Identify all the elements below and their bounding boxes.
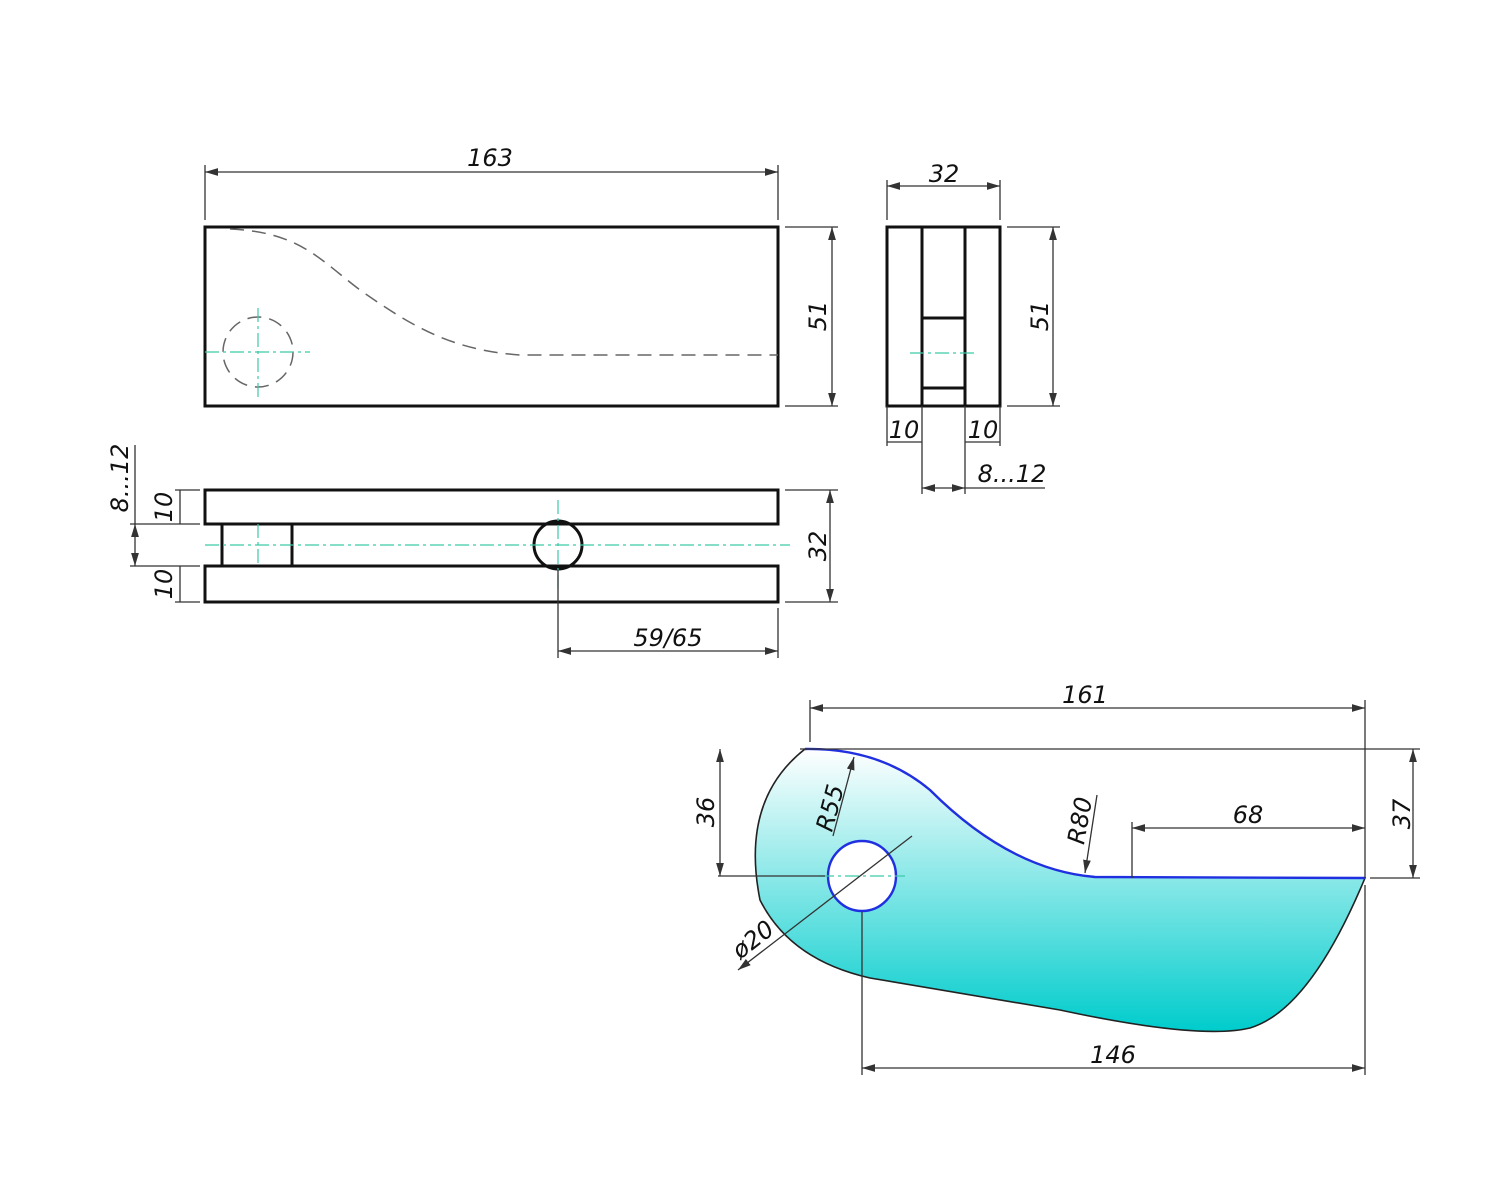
dim-side-wall-right: 10 — [968, 416, 999, 444]
dim-side-height: 51 — [1026, 301, 1054, 332]
dim-profile-left-height: 36 — [692, 797, 720, 828]
dim-top-wall-lower: 10 — [150, 569, 178, 600]
dim-top-wall-upper: 10 — [150, 492, 178, 523]
dim-profile-length: 161 — [1062, 681, 1108, 709]
dim-profile-right-height: 37 — [1388, 798, 1416, 829]
dim-front-length: 163 — [467, 144, 513, 172]
front-view: 163 51 — [203, 144, 838, 408]
dim-radius-large: R80 — [1062, 795, 1098, 846]
dim-hole-position: 59/65 — [633, 624, 702, 652]
dim-profile-bottom: 146 — [1090, 1041, 1136, 1069]
dim-side-gap: 8...12 — [978, 460, 1047, 488]
dim-profile-flat: 68 — [1233, 801, 1264, 829]
dim-hole-diameter: ø20 — [726, 915, 780, 966]
profile-view: 161 36 37 68 146 R55 R80 ø20 — [692, 681, 1420, 1075]
dim-front-height: 51 — [804, 301, 832, 332]
dim-top-gap: 8...12 — [106, 444, 134, 513]
top-view: 32 59/65 10 10 8...12 — [106, 444, 838, 658]
dim-side-width: 32 — [929, 160, 960, 188]
dim-top-width: 32 — [804, 531, 832, 562]
dim-side-wall-left: 10 — [889, 416, 920, 444]
side-view: 32 51 10 10 8...12 — [885, 160, 1060, 494]
